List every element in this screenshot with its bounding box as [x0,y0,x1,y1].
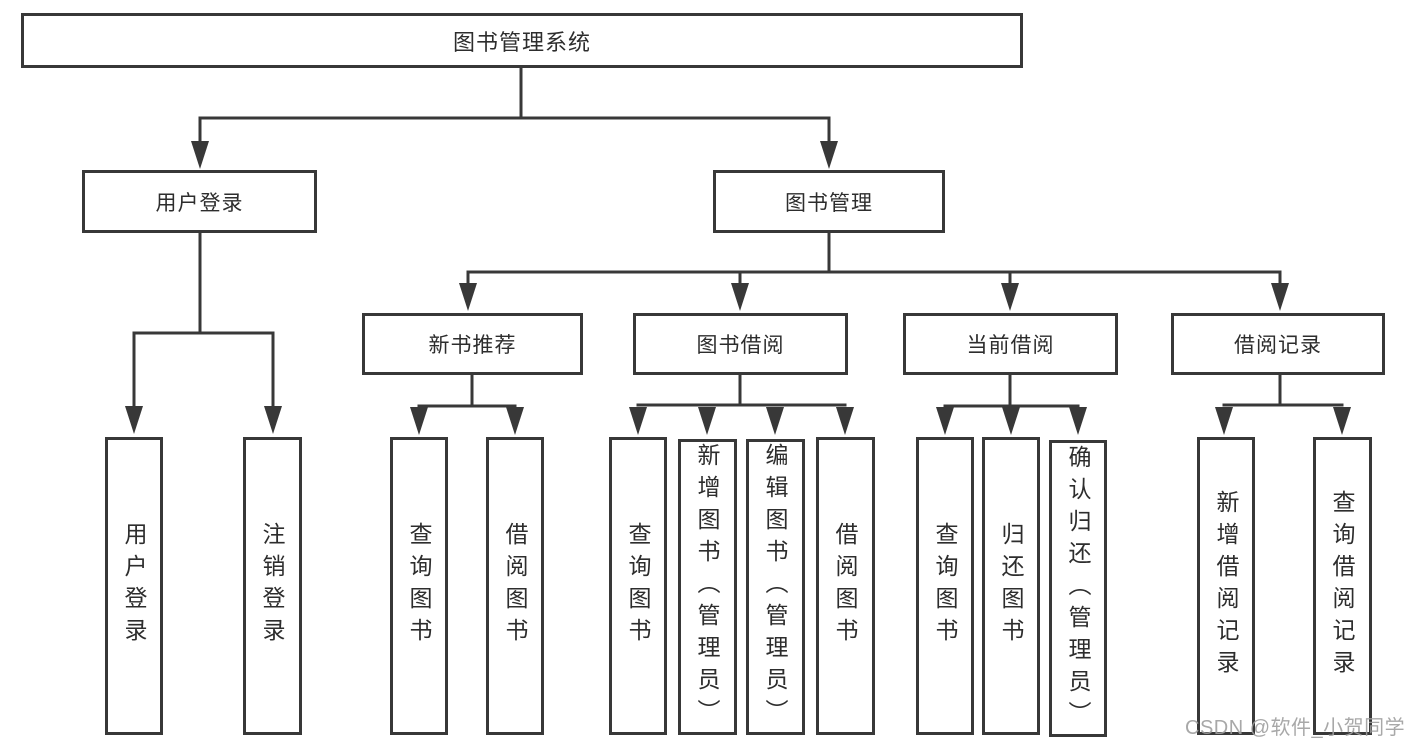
leaf-current-query-books: 查询图书 [916,437,974,735]
leaf-add-books-admin: 新增图书（管理员） [678,439,737,735]
leaf-edit-books-admin: 编辑图书（管理员） [746,439,805,735]
node-current-borrowing: 当前借阅 [903,313,1118,375]
leaf-confirm-return-admin: 确认归还（管理员） [1049,440,1107,737]
leaf-recommend-borrow-books: 借阅图书 [486,437,544,735]
leaf-user-login: 用户登录 [105,437,163,735]
csdn-watermark: CSDN @软件_小贺同学 [1185,717,1405,739]
leaf-query-borrow-record: 查询借阅记录 [1313,437,1372,735]
leaf-borrow-books: 借阅图书 [816,437,875,735]
node-book-management-module: 图书管理 [713,170,945,233]
arrowheads [125,141,1351,435]
leaf-recommend-query-books: 查询图书 [390,437,448,735]
node-root-system: 图书管理系统 [21,13,1023,68]
leaf-return-books: 归还图书 [982,437,1040,735]
node-new-book-recommendation: 新书推荐 [362,313,583,375]
leaf-add-borrow-record: 新增借阅记录 [1197,437,1255,735]
leaf-borrow-query-books: 查询图书 [609,437,667,735]
node-book-borrowing: 图书借阅 [633,313,848,375]
node-borrowing-records: 借阅记录 [1171,313,1385,375]
node-user-login-module: 用户登录 [82,170,317,233]
leaf-logout: 注销登录 [243,437,302,735]
